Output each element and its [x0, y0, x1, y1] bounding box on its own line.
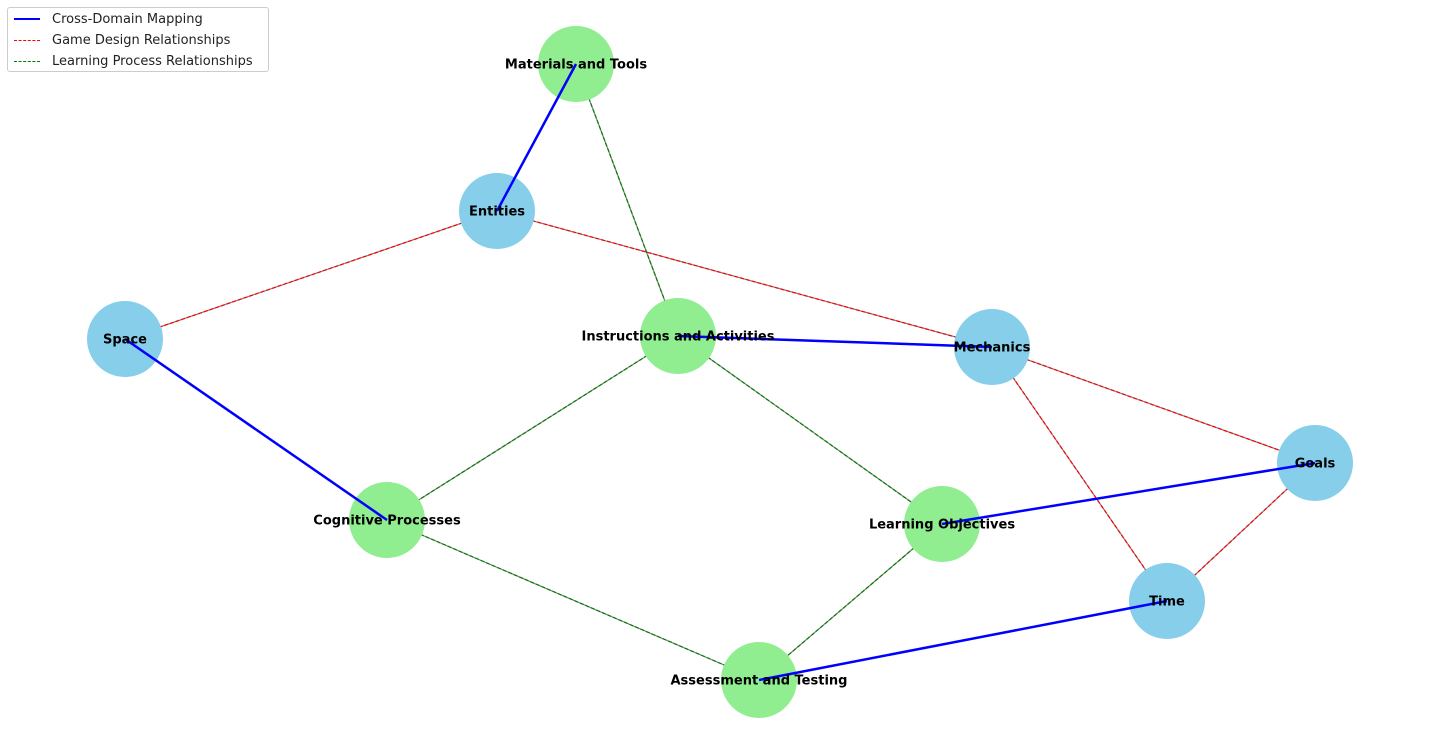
edge-dashed [386, 519, 760, 681]
edge-game-mechanics-goals [991, 346, 1316, 464]
node-label-time: Time [1149, 595, 1185, 610]
edge-game-entities-space [124, 210, 498, 340]
edge-cross-objectives-goals [941, 461, 1316, 526]
node-label-instructions: Instructions and Activities [582, 330, 775, 345]
edge-dashed [386, 335, 679, 521]
edge-dashed [496, 210, 993, 348]
cross-edges-layer [124, 63, 1316, 682]
node-label-objectives: Learning Objectives [869, 518, 1015, 533]
node-label-goals: Goals [1295, 457, 1336, 472]
legend-item-cross-domain: Cross-Domain Mapping [14, 9, 203, 29]
edge-learning-instructions-objectives [677, 335, 943, 525]
legend-label: Learning Process Relationships [52, 53, 253, 69]
node-label-entities: Entities [469, 205, 525, 220]
node-label-materials: Materials and Tools [505, 58, 647, 73]
node-label-assessment: Assessment and Testing [671, 674, 848, 689]
legend-item-learning-process: Learning Process Relationships [14, 51, 253, 71]
edge-dashed [991, 346, 1168, 602]
legend-swatch-solid-blue [14, 18, 40, 20]
edge-game-mechanics-time [991, 346, 1168, 602]
legend-label: Cross-Domain Mapping [52, 11, 203, 27]
edge-dashed [758, 523, 943, 681]
legend: Cross-Domain Mapping Game Design Relatio… [7, 7, 269, 72]
legend-item-game-design: Game Design Relationships [14, 30, 230, 50]
edge-learning-objectives-assessment [758, 523, 943, 681]
edge-cross-materials-entities [495, 63, 578, 212]
legend-label: Game Design Relationships [52, 32, 231, 48]
edge-learning-instructions-cognitive [386, 335, 679, 521]
nodes-layer [87, 26, 1353, 718]
legend-swatch-dashed-green [14, 60, 40, 62]
legend-swatch-dashed-red [14, 39, 40, 41]
edge-underlay [496, 210, 993, 348]
edges-layer [124, 63, 1316, 681]
edge-dashed [991, 346, 1316, 464]
edge-learning-materials-instructions [575, 63, 679, 337]
edge-dashed [677, 335, 943, 525]
edge-cross-instructions-mechanics [677, 334, 993, 349]
edge-learning-cognitive-assessment [386, 519, 760, 681]
node-label-cognitive: Cognitive Processes [313, 514, 461, 529]
edge-game-entities-mechanics [496, 210, 993, 348]
edge-cross-space-cognitive [124, 337, 388, 522]
node-label-space: Space [103, 333, 147, 348]
edge-cross-assessment-time [758, 599, 1168, 682]
node-label-mechanics: Mechanics [954, 341, 1031, 356]
edge-dashed [575, 63, 679, 337]
edge-dashed [124, 210, 498, 340]
